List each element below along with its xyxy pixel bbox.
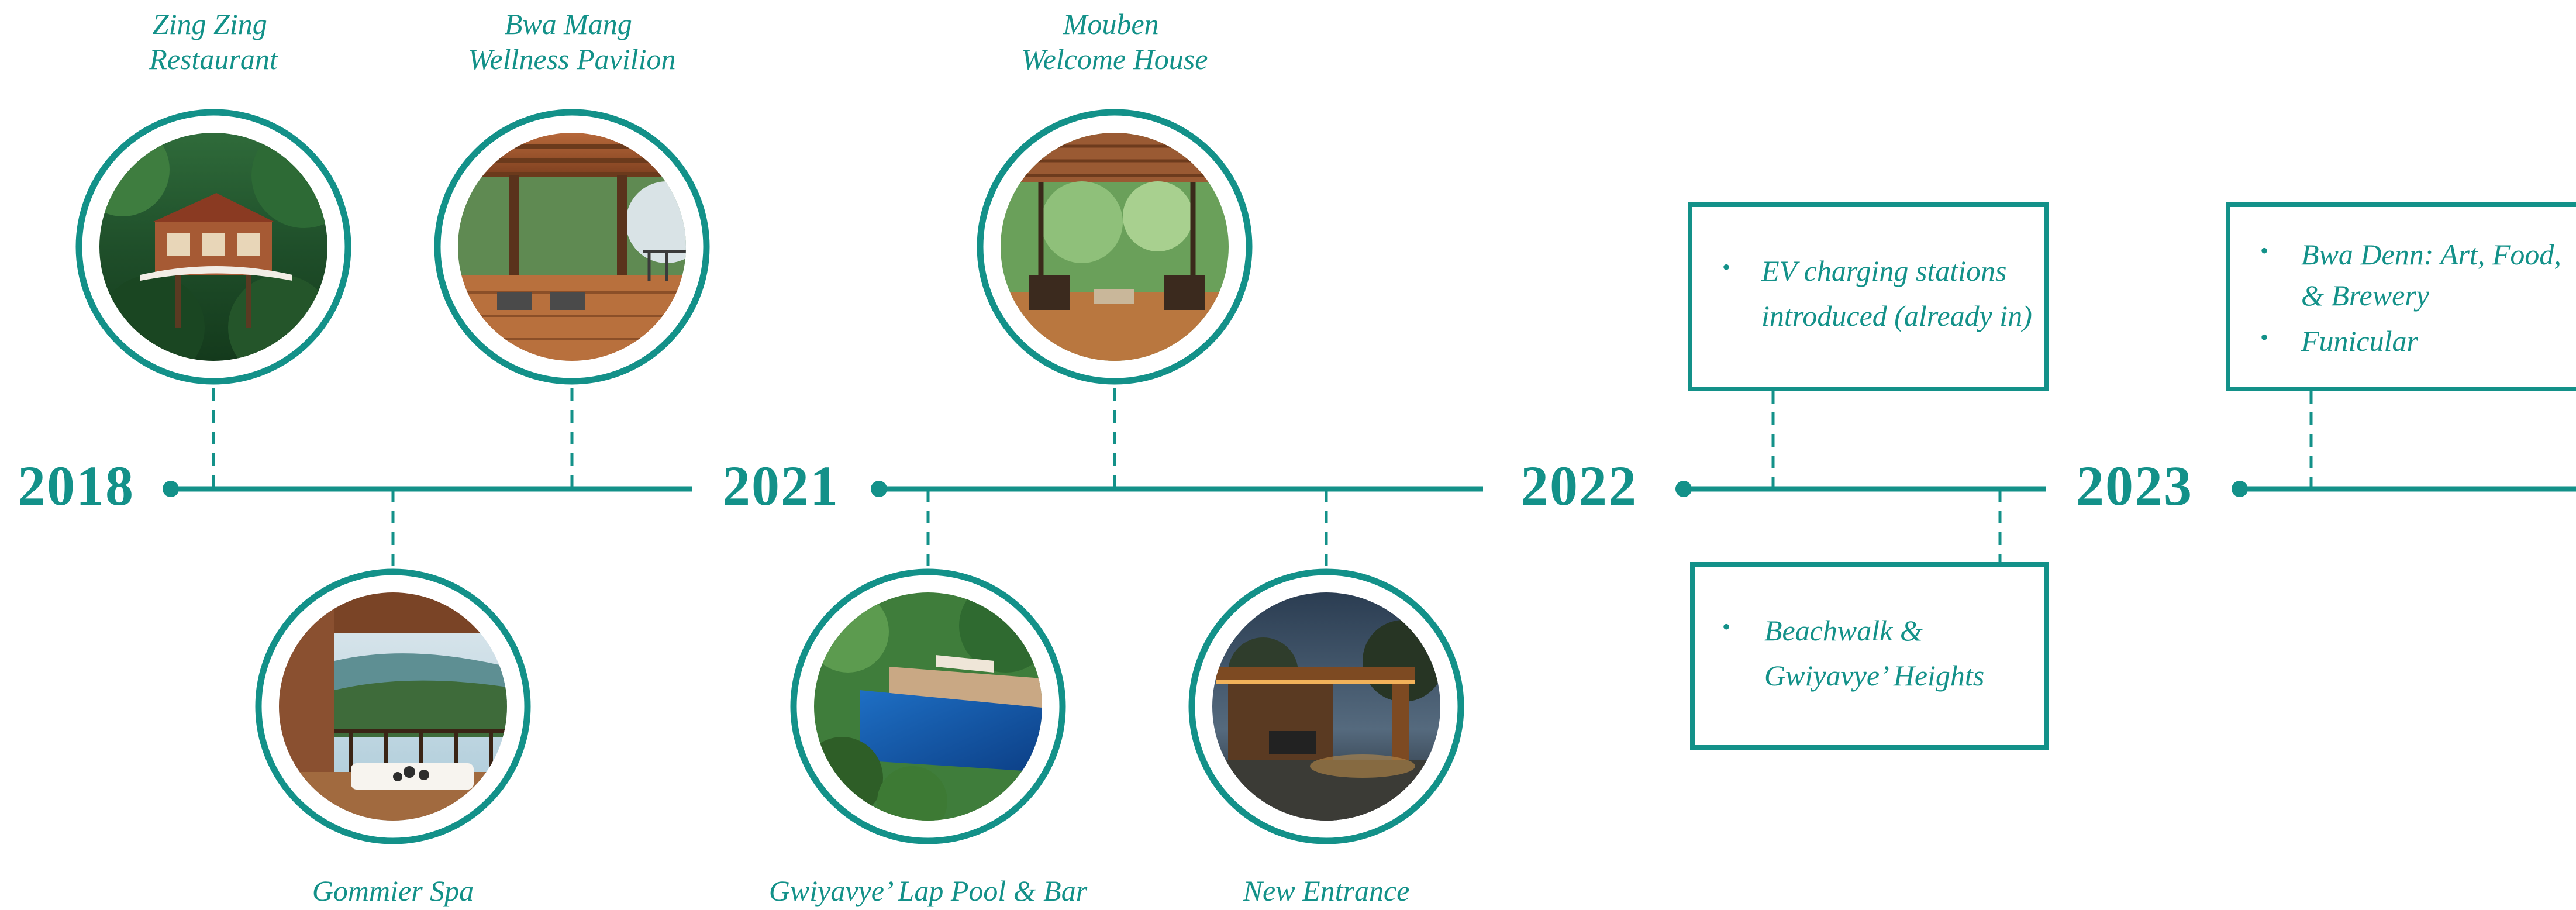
caption-mouben: Mouben Welcome House — [1022, 8, 1208, 75]
ev-charging-box: • EV charging stations introduced (alrea… — [1688, 202, 2049, 391]
axis-dot-2018 — [163, 481, 179, 497]
axis-dot-2022 — [1675, 481, 1692, 497]
spa-room-photo — [255, 568, 531, 844]
bwa-denn-box: • Bwa Denn: Art, Food, & Brewery • Funic… — [2226, 202, 2576, 391]
year-2018: 2018 — [18, 454, 135, 517]
restaurant-treehouse-photo — [75, 109, 351, 385]
welcome-house-photo — [977, 109, 1253, 385]
bullet-bwa-denn: • — [2260, 237, 2268, 264]
year-2021: 2021 — [722, 454, 839, 517]
entrance-night-photo — [1188, 568, 1464, 844]
beachwalk-text: Beachwalk & Gwiyavye’ Heights — [1764, 614, 1984, 692]
caption-zing-zing: Zing Zing Restaurant — [149, 8, 278, 75]
axis-dot-2021 — [871, 481, 887, 497]
bullet-funicular: • — [2260, 324, 2268, 350]
bullet-beachwalk: • — [1722, 613, 1730, 640]
caption-new-entrance: New Entrance — [1243, 874, 1410, 907]
funicular-text: Funicular — [2301, 325, 2419, 357]
caption-gwiyavye-pool: Gwiyavye’ Lap Pool & Bar — [769, 874, 1088, 907]
bullet-ev: • — [1722, 254, 1730, 280]
year-2022: 2022 — [1520, 454, 1637, 517]
ev-charging-text: EV charging stations introduced (already… — [1761, 254, 2032, 332]
bwa-denn-text: Bwa Denn: Art, Food, & Brewery — [2301, 238, 2568, 312]
lap-pool-photo — [790, 568, 1066, 844]
caption-gommier: Gommier Spa — [312, 874, 474, 907]
caption-bwa-mang: Bwa Mang Wellness Pavilion — [468, 8, 675, 75]
beachwalk-box: • Beachwalk & Gwiyavye’ Heights — [1690, 562, 2049, 750]
yoga-pavilion-photo — [434, 109, 710, 385]
year-2023: 2023 — [2076, 454, 2193, 517]
axis-dot-2023 — [2232, 481, 2248, 497]
